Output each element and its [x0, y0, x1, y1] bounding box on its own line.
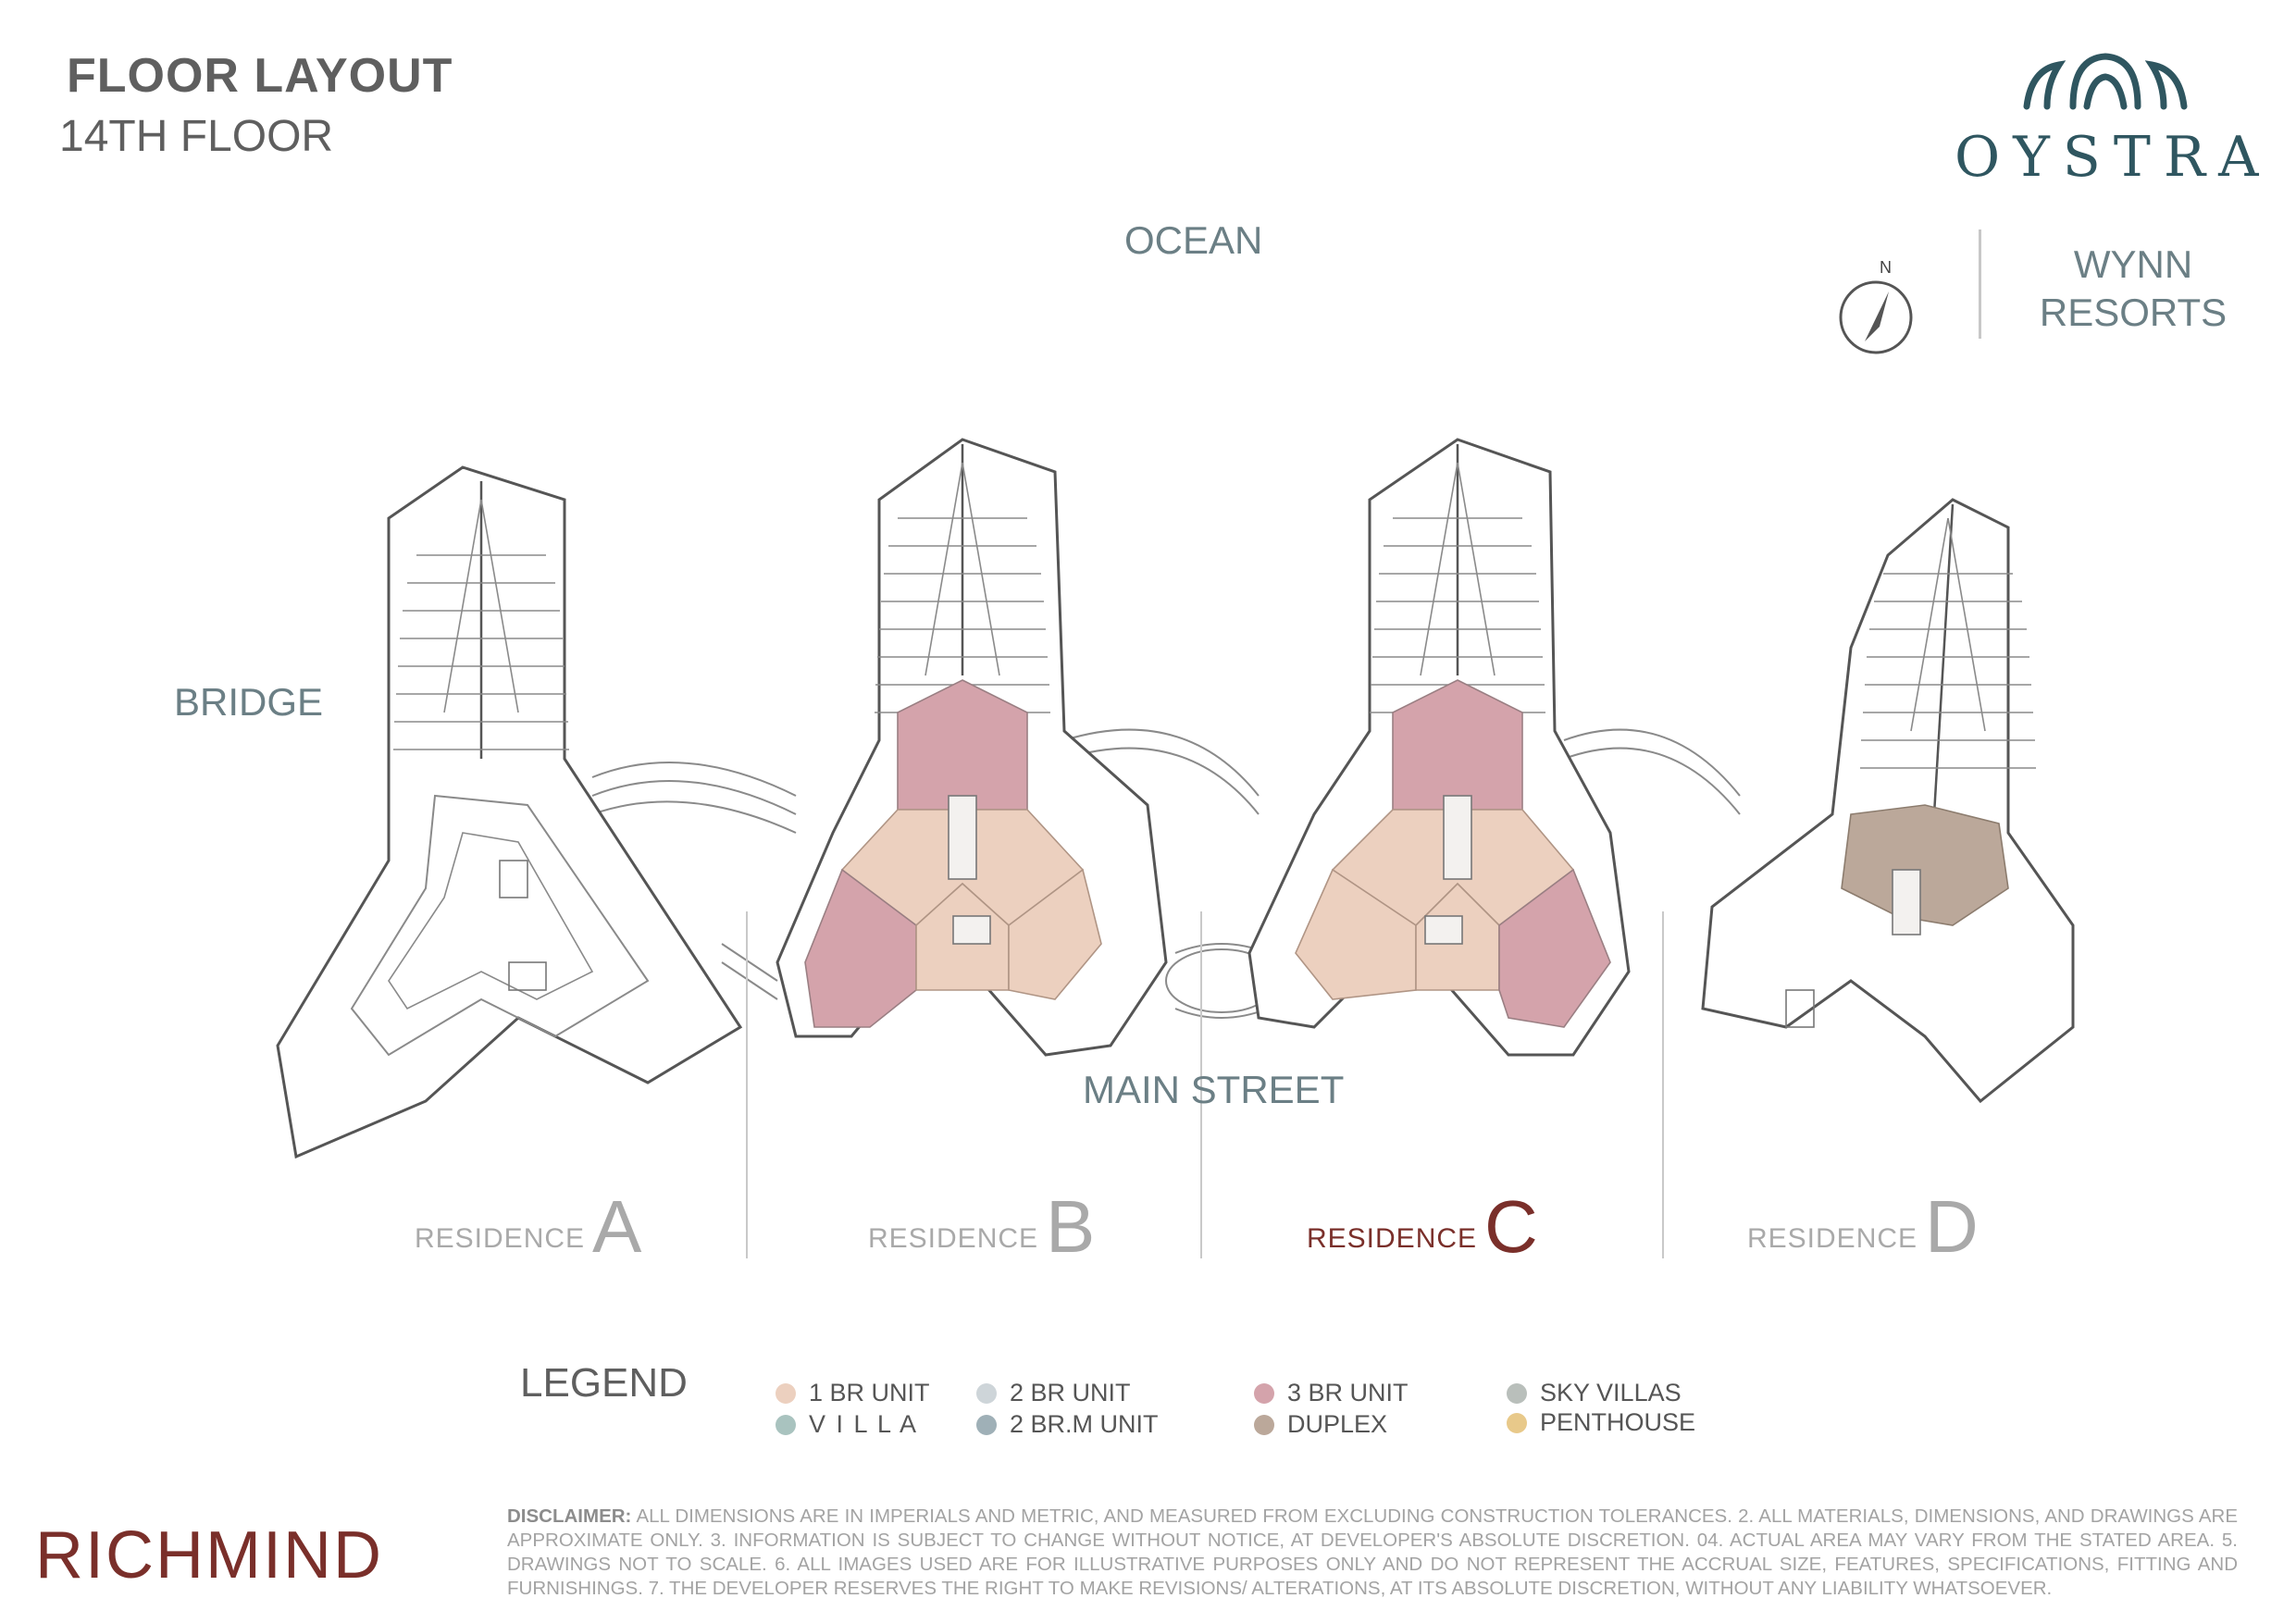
- legend-label: 1 BR UNIT: [809, 1379, 930, 1406]
- legend-label: 2 BR UNIT: [1010, 1379, 1131, 1406]
- legend-swatch: [776, 1414, 796, 1435]
- tower-c: [1247, 438, 1631, 1057]
- legend-label: SKY VILLAS: [1540, 1379, 1682, 1406]
- legend-swatch: [976, 1382, 997, 1404]
- legend-item-1br: 1 BR UNIT: [776, 1379, 930, 1407]
- residence-dividers: [746, 911, 1664, 1258]
- unit-duplex-d: [1841, 804, 2009, 926]
- legend-swatch: [776, 1382, 796, 1404]
- legend-title: LEGEND: [520, 1360, 688, 1406]
- residence-a-label: RESIDENCE A: [415, 1184, 641, 1270]
- partner-line-1: WYNN: [2073, 242, 2193, 286]
- legend-label: DUPLEX: [1287, 1410, 1388, 1438]
- disclaimer-text: DISCLAIMER: ALL DIMENSIONS ARE IN IMPERI…: [507, 1505, 2238, 1601]
- tower-a: [276, 465, 743, 1159]
- residence-prefix: RESIDENCE: [1747, 1223, 1918, 1254]
- legend-item-duplex: DUPLEX: [1254, 1410, 1387, 1439]
- residence-c-label: RESIDENCE C: [1307, 1184, 1538, 1270]
- main-street-label: MAIN STREET: [1083, 1068, 1345, 1111]
- floor-subtitle: 14TH FLOOR: [59, 112, 334, 161]
- residence-letter: C: [1484, 1185, 1538, 1268]
- legend-swatch: [976, 1414, 997, 1435]
- unit-3br-c-east: [1498, 868, 1611, 1028]
- legend-item-villa: V I L L A: [776, 1410, 918, 1439]
- legend-item-penthouse: PENTHOUSE: [1507, 1408, 1695, 1437]
- legend-item-3br: 3 BR UNIT: [1254, 1379, 1409, 1407]
- legend-item-2br: 2 BR UNIT: [976, 1379, 1131, 1407]
- partner-line-2: RESORTS: [2039, 291, 2228, 334]
- residence-prefix: RESIDENCE: [868, 1223, 1039, 1254]
- legend-item-sky-villas: SKY VILLAS: [1507, 1379, 1682, 1407]
- legend-swatch: [1507, 1382, 1527, 1404]
- legend-label: V I L L A: [809, 1410, 919, 1438]
- disclaimer-label: DISCLAIMER:: [507, 1505, 632, 1527]
- residence-letter: A: [592, 1185, 642, 1268]
- residence-d-label: RESIDENCE D: [1747, 1184, 1979, 1270]
- unit-1br-b-east: [1008, 868, 1102, 1000]
- bridge-connectors: [591, 728, 1741, 1019]
- legend-swatch: [1254, 1414, 1274, 1435]
- compass-north-letter: N: [1880, 258, 1892, 277]
- oystra-logo-mark-icon: [2023, 53, 2188, 110]
- developer-logo: RICHMIND: [35, 1518, 383, 1592]
- partner-name: WYNN RESORTS: [2036, 241, 2230, 337]
- residence-letter: B: [1046, 1185, 1096, 1268]
- page-title: FLOOR LAYOUT: [67, 49, 453, 103]
- legend-item-2brm: 2 BR.M UNIT: [976, 1410, 1159, 1439]
- legend-label: 2 BR.M UNIT: [1010, 1410, 1159, 1438]
- residence-prefix: RESIDENCE: [1307, 1223, 1478, 1254]
- ocean-label: OCEAN: [1124, 218, 1263, 262]
- legend-label: 3 BR UNIT: [1287, 1379, 1409, 1406]
- residence-b-label: RESIDENCE B: [868, 1184, 1095, 1270]
- unit-1br-c-west: [1295, 868, 1417, 1000]
- legend-swatch: [1254, 1382, 1274, 1404]
- bridge-label: BRIDGE: [174, 680, 324, 724]
- north-arrow-icon: N: [1837, 254, 1915, 354]
- residence-prefix: RESIDENCE: [415, 1223, 586, 1254]
- legend-swatch: [1507, 1412, 1527, 1433]
- oystra-wordmark: OYSTRA: [1955, 125, 2272, 190]
- legend-label: PENTHOUSE: [1540, 1408, 1696, 1436]
- oystra-logo: [1943, 51, 2267, 199]
- disclaimer-body: ALL DIMENSIONS ARE IN IMPERIALS AND METR…: [507, 1505, 2238, 1599]
- tower-b: [776, 438, 1168, 1057]
- header-divider: [1979, 229, 1981, 339]
- tower-d: [1701, 498, 2075, 1104]
- residence-letter: D: [1925, 1185, 1979, 1268]
